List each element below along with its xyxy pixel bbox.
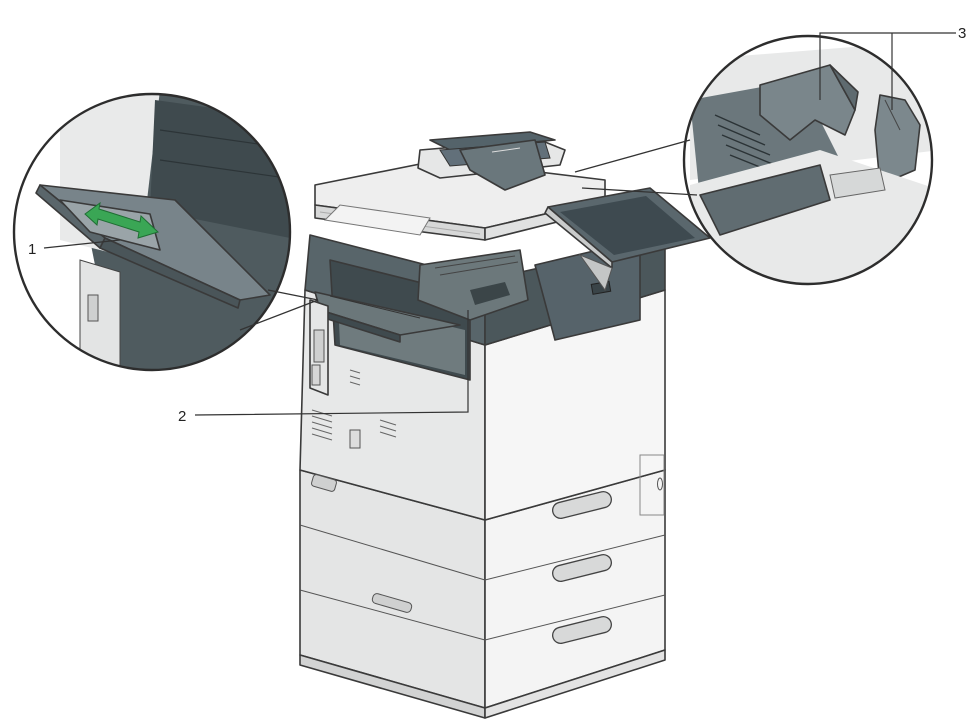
- control-panel[interactable]: [544, 187, 711, 292]
- bypass-tray[interactable]: [314, 291, 461, 343]
- tray-handle-3[interactable]: [551, 615, 613, 645]
- callout-number: 3: [958, 25, 966, 42]
- arrow-double-icon: [84, 201, 159, 239]
- callout-1: 1: [28, 239, 121, 258]
- magnifier-connectors: [239, 139, 698, 331]
- callout-number: 1: [28, 241, 36, 258]
- tray-handle-1[interactable]: [551, 490, 613, 520]
- tray-handle-2[interactable]: [551, 553, 613, 583]
- internal-tray: [417, 249, 529, 321]
- printer-body: [299, 131, 666, 719]
- callout-2: 2: [178, 310, 469, 425]
- callout-3: 3: [819, 25, 966, 110]
- detail-circle-bypass: [12, 92, 292, 372]
- detail-circle-adf: [682, 34, 934, 286]
- callout-number: 2: [178, 408, 186, 425]
